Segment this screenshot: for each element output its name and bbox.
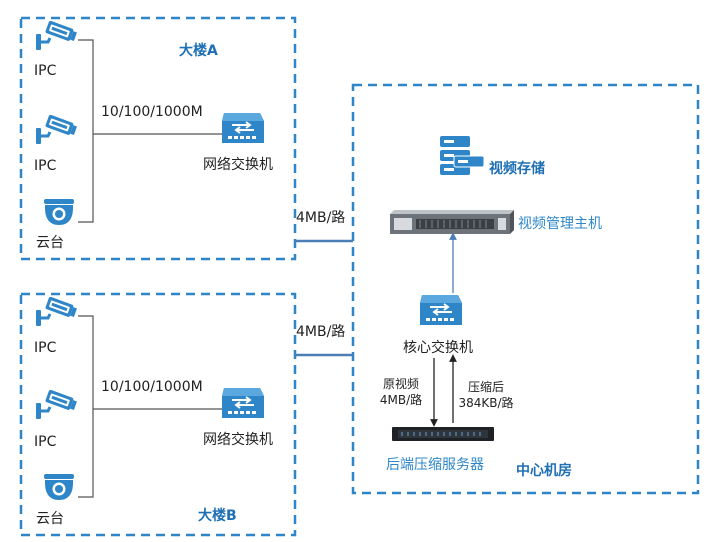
compressed-video-label: 压缩后 384KB/路 — [458, 379, 514, 411]
ipc-camera-icon — [34, 112, 80, 146]
uplink-a-bandwidth: 4MB/路 — [296, 210, 346, 226]
ipc-camera-icon — [34, 18, 80, 52]
dome-label: 云台 — [36, 511, 64, 527]
ipc-label: IPC — [34, 158, 57, 174]
building-a-frame — [19, 16, 297, 261]
switch-label: 网络交换机 — [203, 157, 273, 173]
storage-label: 视频存储 — [489, 161, 545, 177]
dome-label: 云台 — [36, 235, 64, 251]
building-b-wiring — [78, 315, 222, 498]
compressed-line2: 384KB/路 — [458, 396, 514, 410]
building-b-frame — [19, 292, 297, 537]
switch-label: 网络交换机 — [203, 432, 273, 448]
uplink-b-bandwidth: 4MB/路 — [296, 324, 346, 340]
compression-server-icon — [392, 427, 494, 441]
ipc-camera-icon — [34, 387, 80, 421]
link-speed-label: 10/100/1000M — [101, 104, 203, 120]
center-room-title: 中心机房 — [516, 463, 572, 479]
server-host-icon — [390, 210, 514, 234]
compressed-line1: 压缩后 — [467, 380, 504, 394]
link-speed-label: 10/100/1000M — [101, 379, 203, 395]
uplink-lines — [295, 239, 353, 357]
raw-video-line2: 4MB/路 — [379, 393, 423, 407]
ipc-camera-icon — [34, 294, 80, 328]
dome-camera-icon — [44, 199, 74, 225]
network-switch-icon — [221, 387, 265, 419]
host-label: 视频管理主机 — [518, 216, 602, 232]
core-switch-icon — [419, 294, 463, 326]
network-switch-icon — [221, 112, 265, 144]
ipc-label: IPC — [34, 434, 57, 450]
raw-video-label: 原视频 4MB/路 — [375, 376, 427, 408]
building-a-wiring — [78, 39, 222, 223]
center-room-frame — [351, 83, 700, 495]
raw-video-line1: 原视频 — [382, 377, 419, 391]
building-b-title: 大楼B — [198, 508, 237, 524]
building-a-title: 大楼A — [179, 43, 218, 59]
ipc-label: IPC — [34, 63, 57, 79]
core-switch-label: 核心交换机 — [403, 340, 473, 356]
ipc-label: IPC — [34, 340, 57, 356]
storage-icon — [440, 136, 485, 175]
dome-camera-icon — [44, 474, 74, 500]
compression-server-label: 后端压缩服务器 — [386, 457, 484, 473]
